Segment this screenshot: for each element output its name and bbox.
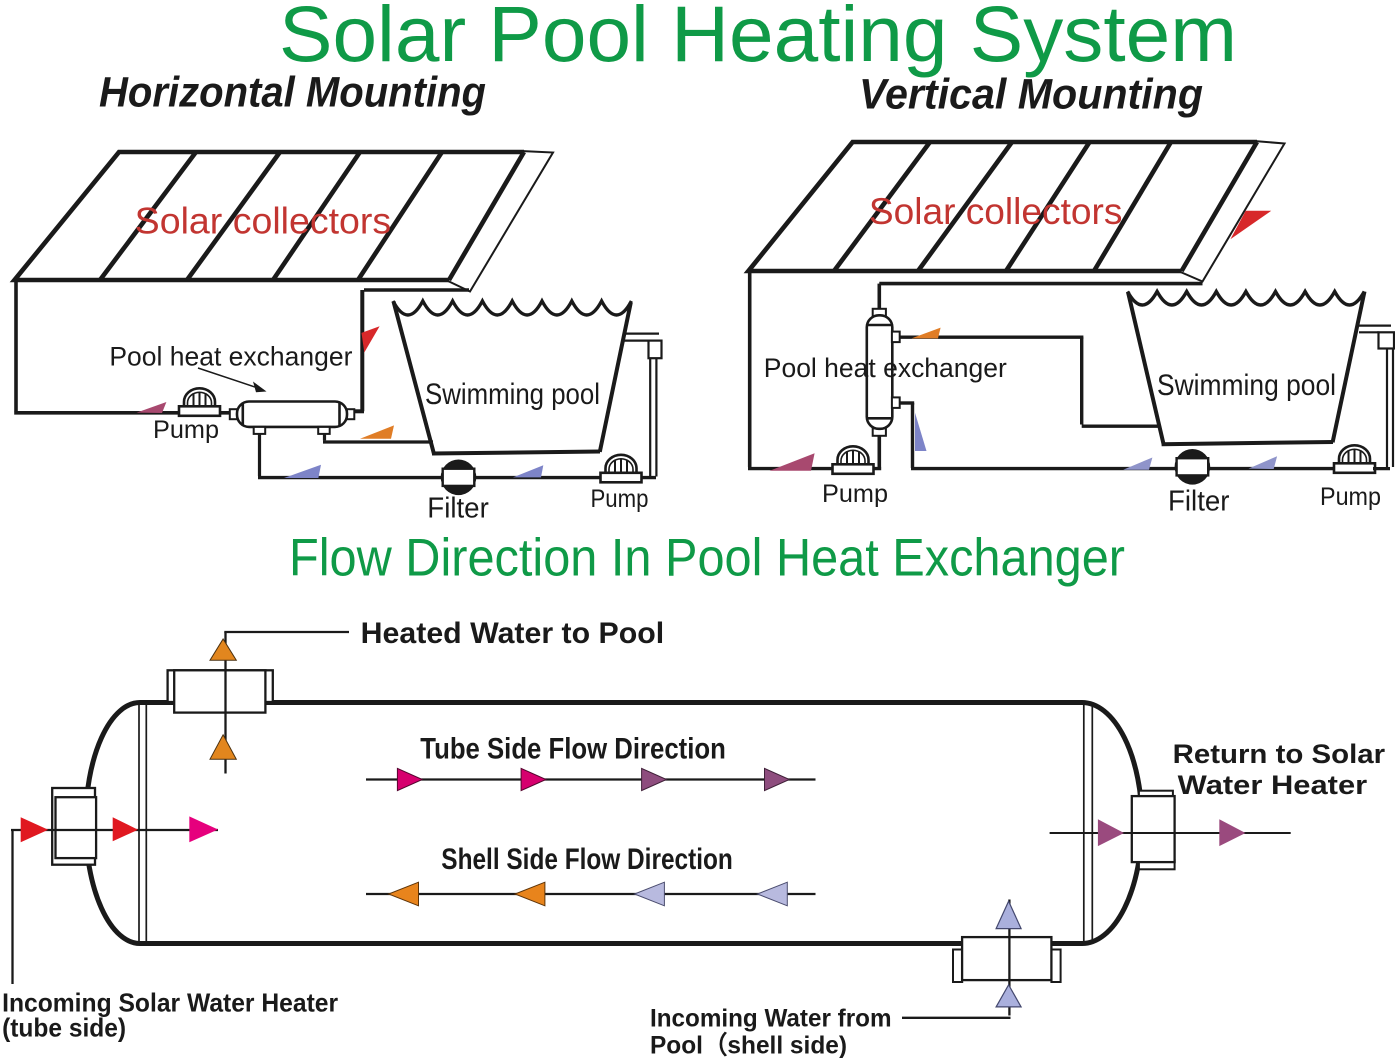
svg-text:Swimming pool: Swimming pool <box>1157 369 1336 402</box>
svg-text:Solar collectors: Solar collectors <box>135 200 392 241</box>
svg-text:Incoming Water from: Incoming Water from <box>650 1004 892 1032</box>
svg-text:Pool heat exchanger: Pool heat exchanger <box>764 353 1007 383</box>
svg-text:Tube Side Flow Direction: Tube Side Flow Direction <box>420 732 726 765</box>
svg-text:(tube side): (tube side) <box>2 1013 126 1043</box>
svg-text:Horizontal Mounting: Horizontal Mounting <box>99 69 486 117</box>
svg-text:Flow Direction In Pool Heat E: Flow Direction In Pool Heat Exchanger <box>289 529 1125 588</box>
svg-text:Pump: Pump <box>591 485 649 513</box>
svg-text:Pool（shell side): Pool（shell side) <box>650 1031 847 1058</box>
svg-text:Solar Pool Heating System: Solar Pool Heating System <box>279 0 1237 78</box>
svg-text:Shell Side Flow Direction: Shell Side Flow Direction <box>441 843 733 876</box>
svg-text:Vertical Mounting: Vertical Mounting <box>859 71 1203 119</box>
svg-text:Water Heater: Water Heater <box>1178 770 1368 800</box>
svg-text:Swimming pool: Swimming pool <box>425 378 600 411</box>
svg-text:Solar collectors: Solar collectors <box>869 191 1123 232</box>
svg-text:Filter: Filter <box>427 493 489 525</box>
svg-text:Return to Solar: Return to Solar <box>1173 739 1386 769</box>
svg-text:Incoming Solar Water Heater: Incoming Solar Water Heater <box>2 988 338 1018</box>
svg-text:Pump: Pump <box>822 480 888 508</box>
svg-text:Pump: Pump <box>153 416 219 444</box>
svg-text:Pump: Pump <box>1320 483 1381 511</box>
svg-text:Heated Water to Pool: Heated Water to Pool <box>361 617 665 650</box>
svg-text:Pool heat exchanger: Pool heat exchanger <box>109 342 352 372</box>
svg-text:Filter: Filter <box>1168 486 1230 518</box>
